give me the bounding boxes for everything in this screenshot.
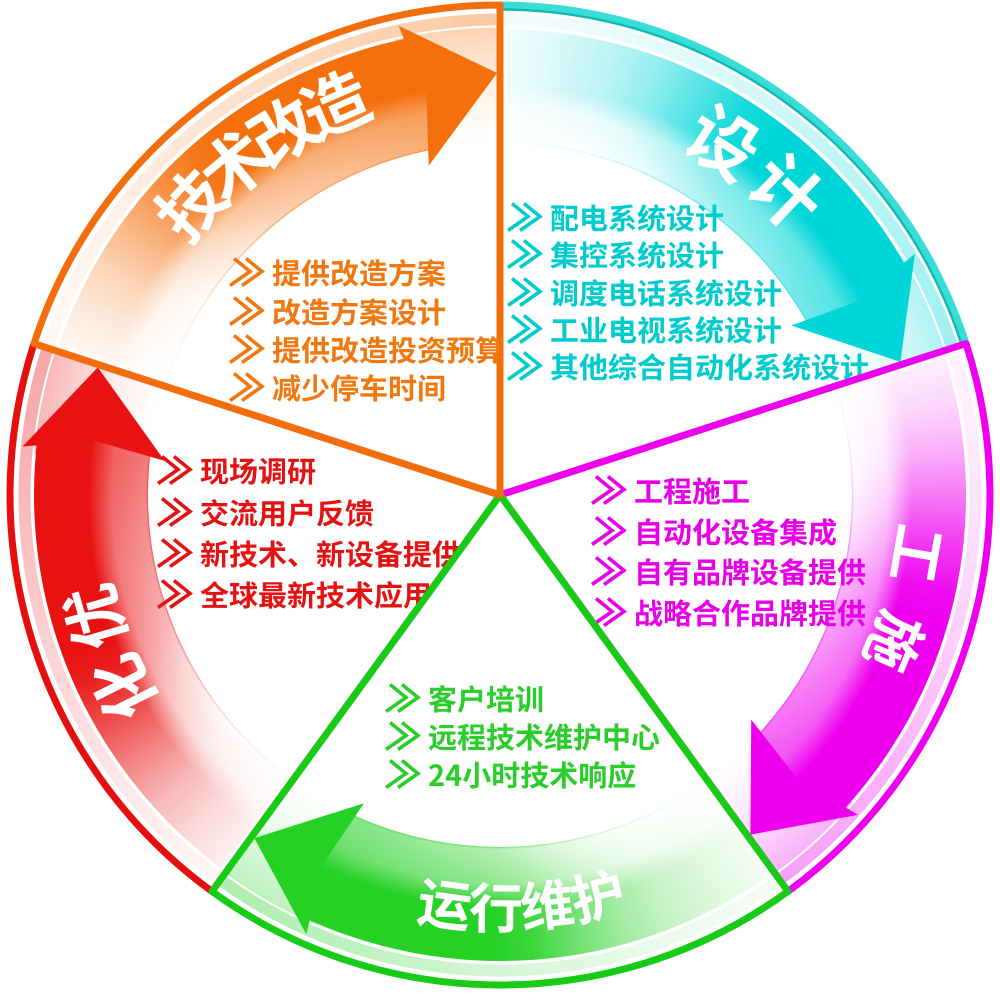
- sector-renovation-item-text: 提供改造投资预算: [272, 328, 504, 370]
- sector-design-item-text: 配电系统设计: [550, 196, 724, 238]
- double-chevron-icon: [506, 314, 543, 344]
- sector-operation-item: 客户培训: [384, 677, 544, 719]
- sector-renovation-item-text: 改造方案设计: [272, 290, 446, 332]
- sector-construction-item: 自动化设备集成: [590, 510, 837, 552]
- sector-renovation-item-text: 提供改造方案: [272, 251, 446, 293]
- sector-operation-item-text: 远程技术维护中心: [428, 715, 660, 757]
- sector-renovation-item: 提供改造方案: [228, 251, 446, 293]
- sector-optimization-item-text: 新技术、新设备提供: [200, 532, 461, 574]
- sector-optimization-item-text: 交流用户反馈: [200, 491, 374, 533]
- double-chevron-icon: [228, 334, 265, 364]
- double-chevron-icon: [506, 351, 543, 381]
- double-chevron-icon: [506, 277, 543, 307]
- sector-optimization-item-text: 全球最新技术应用: [200, 573, 432, 615]
- sector-design-item-text: 其他综合自动化系统设计: [550, 345, 869, 387]
- sector-renovation-item: 改造方案设计: [228, 290, 446, 332]
- sector-renovation-item-text: 减少停车时间: [272, 366, 446, 408]
- sector-design-item: 工业电视系统设计: [506, 308, 782, 350]
- sector-design-item: 其他综合自动化系统设计: [506, 345, 869, 387]
- sector-construction-item-text: 自有品牌设备提供: [634, 550, 866, 592]
- sector-operation-item-text: 24小时技术响应: [428, 753, 636, 795]
- sector-optimization-item: 新技术、新设备提供: [156, 532, 461, 574]
- double-chevron-icon: [228, 372, 265, 402]
- double-chevron-icon: [156, 455, 193, 485]
- sector-optimization-item: 交流用户反馈: [156, 491, 374, 533]
- sector-construction-item: 战略合作品牌提供: [590, 591, 866, 633]
- double-chevron-icon: [590, 597, 627, 627]
- sector-design-item-text: 调度电话系统设计: [550, 271, 782, 313]
- sector-operation-item-text: 客户培训: [428, 677, 544, 719]
- sector-optimization-item: 现场调研: [156, 449, 316, 491]
- double-chevron-icon: [384, 683, 421, 713]
- sector-design-arrow-icon: [791, 253, 915, 362]
- sector-design-item-text: 集控系统设计: [550, 233, 724, 275]
- double-chevron-icon: [506, 202, 543, 232]
- double-chevron-icon: [228, 296, 265, 326]
- double-chevron-icon: [590, 516, 627, 546]
- sector-design-item-text: 工业电视系统设计: [550, 308, 782, 350]
- sector-construction-arrow-icon: [750, 719, 858, 835]
- double-chevron-icon: [156, 538, 193, 568]
- sector-operation-item: 24小时技术响应: [384, 753, 636, 795]
- sector-renovation-item: 减少停车时间: [228, 366, 446, 408]
- double-chevron-icon: [384, 721, 421, 751]
- sector-construction-item: 自有品牌设备提供: [590, 550, 866, 592]
- double-chevron-icon: [506, 239, 543, 269]
- double-chevron-icon: [590, 475, 627, 505]
- design-rim-inner-line: [503, 8, 962, 343]
- sector-renovation-item: 提供改造投资预算: [228, 328, 504, 370]
- double-chevron-icon: [156, 579, 193, 609]
- double-chevron-icon: [156, 497, 193, 527]
- sector-construction-item-text: 工程施工: [634, 469, 750, 511]
- double-chevron-icon: [228, 257, 265, 287]
- sector-operation-item: 远程技术维护中心: [384, 715, 660, 757]
- sector-construction-item-text: 自动化设备集成: [634, 510, 837, 552]
- sector-optimization-item: 全球最新技术应用: [156, 573, 432, 615]
- sector-renovation-label: 技术改造: [131, 45, 383, 260]
- sector-construction-item: 工程施工: [590, 469, 750, 511]
- sector-design-item: 集控系统设计: [506, 233, 724, 275]
- double-chevron-icon: [384, 759, 421, 789]
- double-chevron-icon: [590, 556, 627, 586]
- sector-operation-arrow-icon: [254, 803, 364, 935]
- sector-optimization-item-text: 现场调研: [200, 449, 316, 491]
- sector-renovation-arrow-icon: [398, 25, 498, 166]
- sector-design-item: 调度电话系统设计: [506, 271, 782, 313]
- sector-design-item: 配电系统设计: [506, 196, 724, 238]
- sector-optimization-arrow-icon: [22, 367, 165, 461]
- sector-construction-item-text: 战略合作品牌提供: [634, 591, 866, 633]
